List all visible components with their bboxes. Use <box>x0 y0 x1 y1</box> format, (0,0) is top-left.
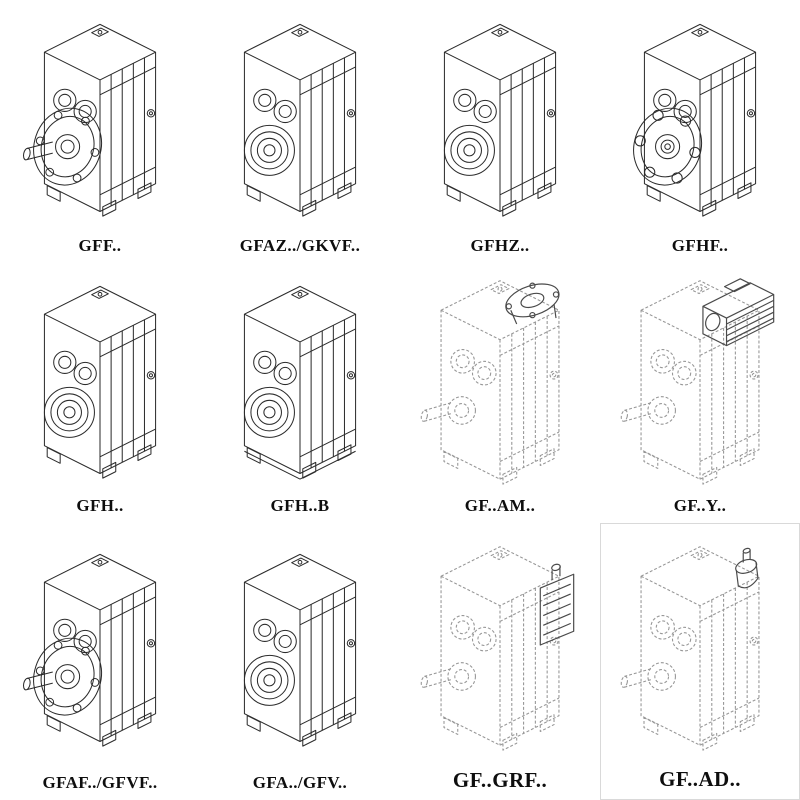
gearbox-illustration <box>420 279 560 485</box>
catalog-cell-gff: GFF.. <box>0 0 200 263</box>
gearbox-illustration <box>620 277 775 485</box>
model-label: GFHZ.. <box>470 236 530 255</box>
model-label: GFF.. <box>78 236 122 255</box>
gearbox-illustration <box>620 545 760 751</box>
catalog-cell-gfhf: GFHF.. <box>600 0 800 263</box>
gearbox-drawing <box>0 0 200 234</box>
gearbox-drawing <box>0 523 200 771</box>
catalog-cell-gfh: GFH.. <box>0 263 200 523</box>
model-label: GF..AM.. <box>464 496 536 515</box>
model-label: GFAF../GFVF.. <box>42 773 158 792</box>
catalog-cell-gfaz: GFAZ../GKVF.. <box>200 0 400 263</box>
model-label: GFHF.. <box>671 236 729 255</box>
model-label: GF..Y.. <box>673 496 727 515</box>
gearbox-illustration <box>243 23 357 217</box>
model-label: GFH.. <box>76 496 124 515</box>
gearbox-drawing <box>601 524 799 765</box>
model-label: GFA../GFV.. <box>252 773 348 792</box>
gearbox-drawing <box>400 0 600 234</box>
gearbox-illustration <box>43 285 157 479</box>
gearbox-illustration <box>22 553 157 747</box>
gearbox-drawing <box>200 523 400 771</box>
gearbox-drawing <box>0 263 200 494</box>
catalog-cell-gfhz: GFHZ.. <box>400 0 600 263</box>
catalog-cell-gfgrf: GF..GRF.. <box>400 523 600 800</box>
model-label: GF..GRF.. <box>452 768 548 792</box>
catalog-cell-gfy: GF..Y.. <box>600 263 800 523</box>
model-label: GFH..B <box>270 496 330 515</box>
gearbox-illustration <box>443 23 557 217</box>
gearbox-illustration <box>243 553 357 747</box>
catalog-cell-gfhb: GFH..B <box>200 263 400 523</box>
model-label: GF..AD.. <box>659 767 741 791</box>
catalog-cell-gfa: GFA../GFV.. <box>200 523 400 800</box>
gearbox-illustration <box>420 545 575 751</box>
gearbox-drawing <box>400 523 600 766</box>
gearbox-illustration <box>22 23 157 217</box>
catalog-cell-gfad: GF..AD.. <box>600 523 800 800</box>
model-label: GFAZ../GKVF.. <box>239 236 361 255</box>
gearbox-drawing <box>200 0 400 234</box>
gearbox-drawing <box>400 263 600 494</box>
gearbox-drawing <box>600 263 800 494</box>
gearbox-illustration <box>243 285 357 480</box>
gearbox-drawing <box>600 0 800 234</box>
catalog-cell-gfaf: GFAF../GFVF.. <box>0 523 200 800</box>
gearbox-drawing <box>200 263 400 494</box>
gearbox-illustration <box>633 23 757 217</box>
catalog-cell-gfam: GF..AM.. <box>400 263 600 523</box>
